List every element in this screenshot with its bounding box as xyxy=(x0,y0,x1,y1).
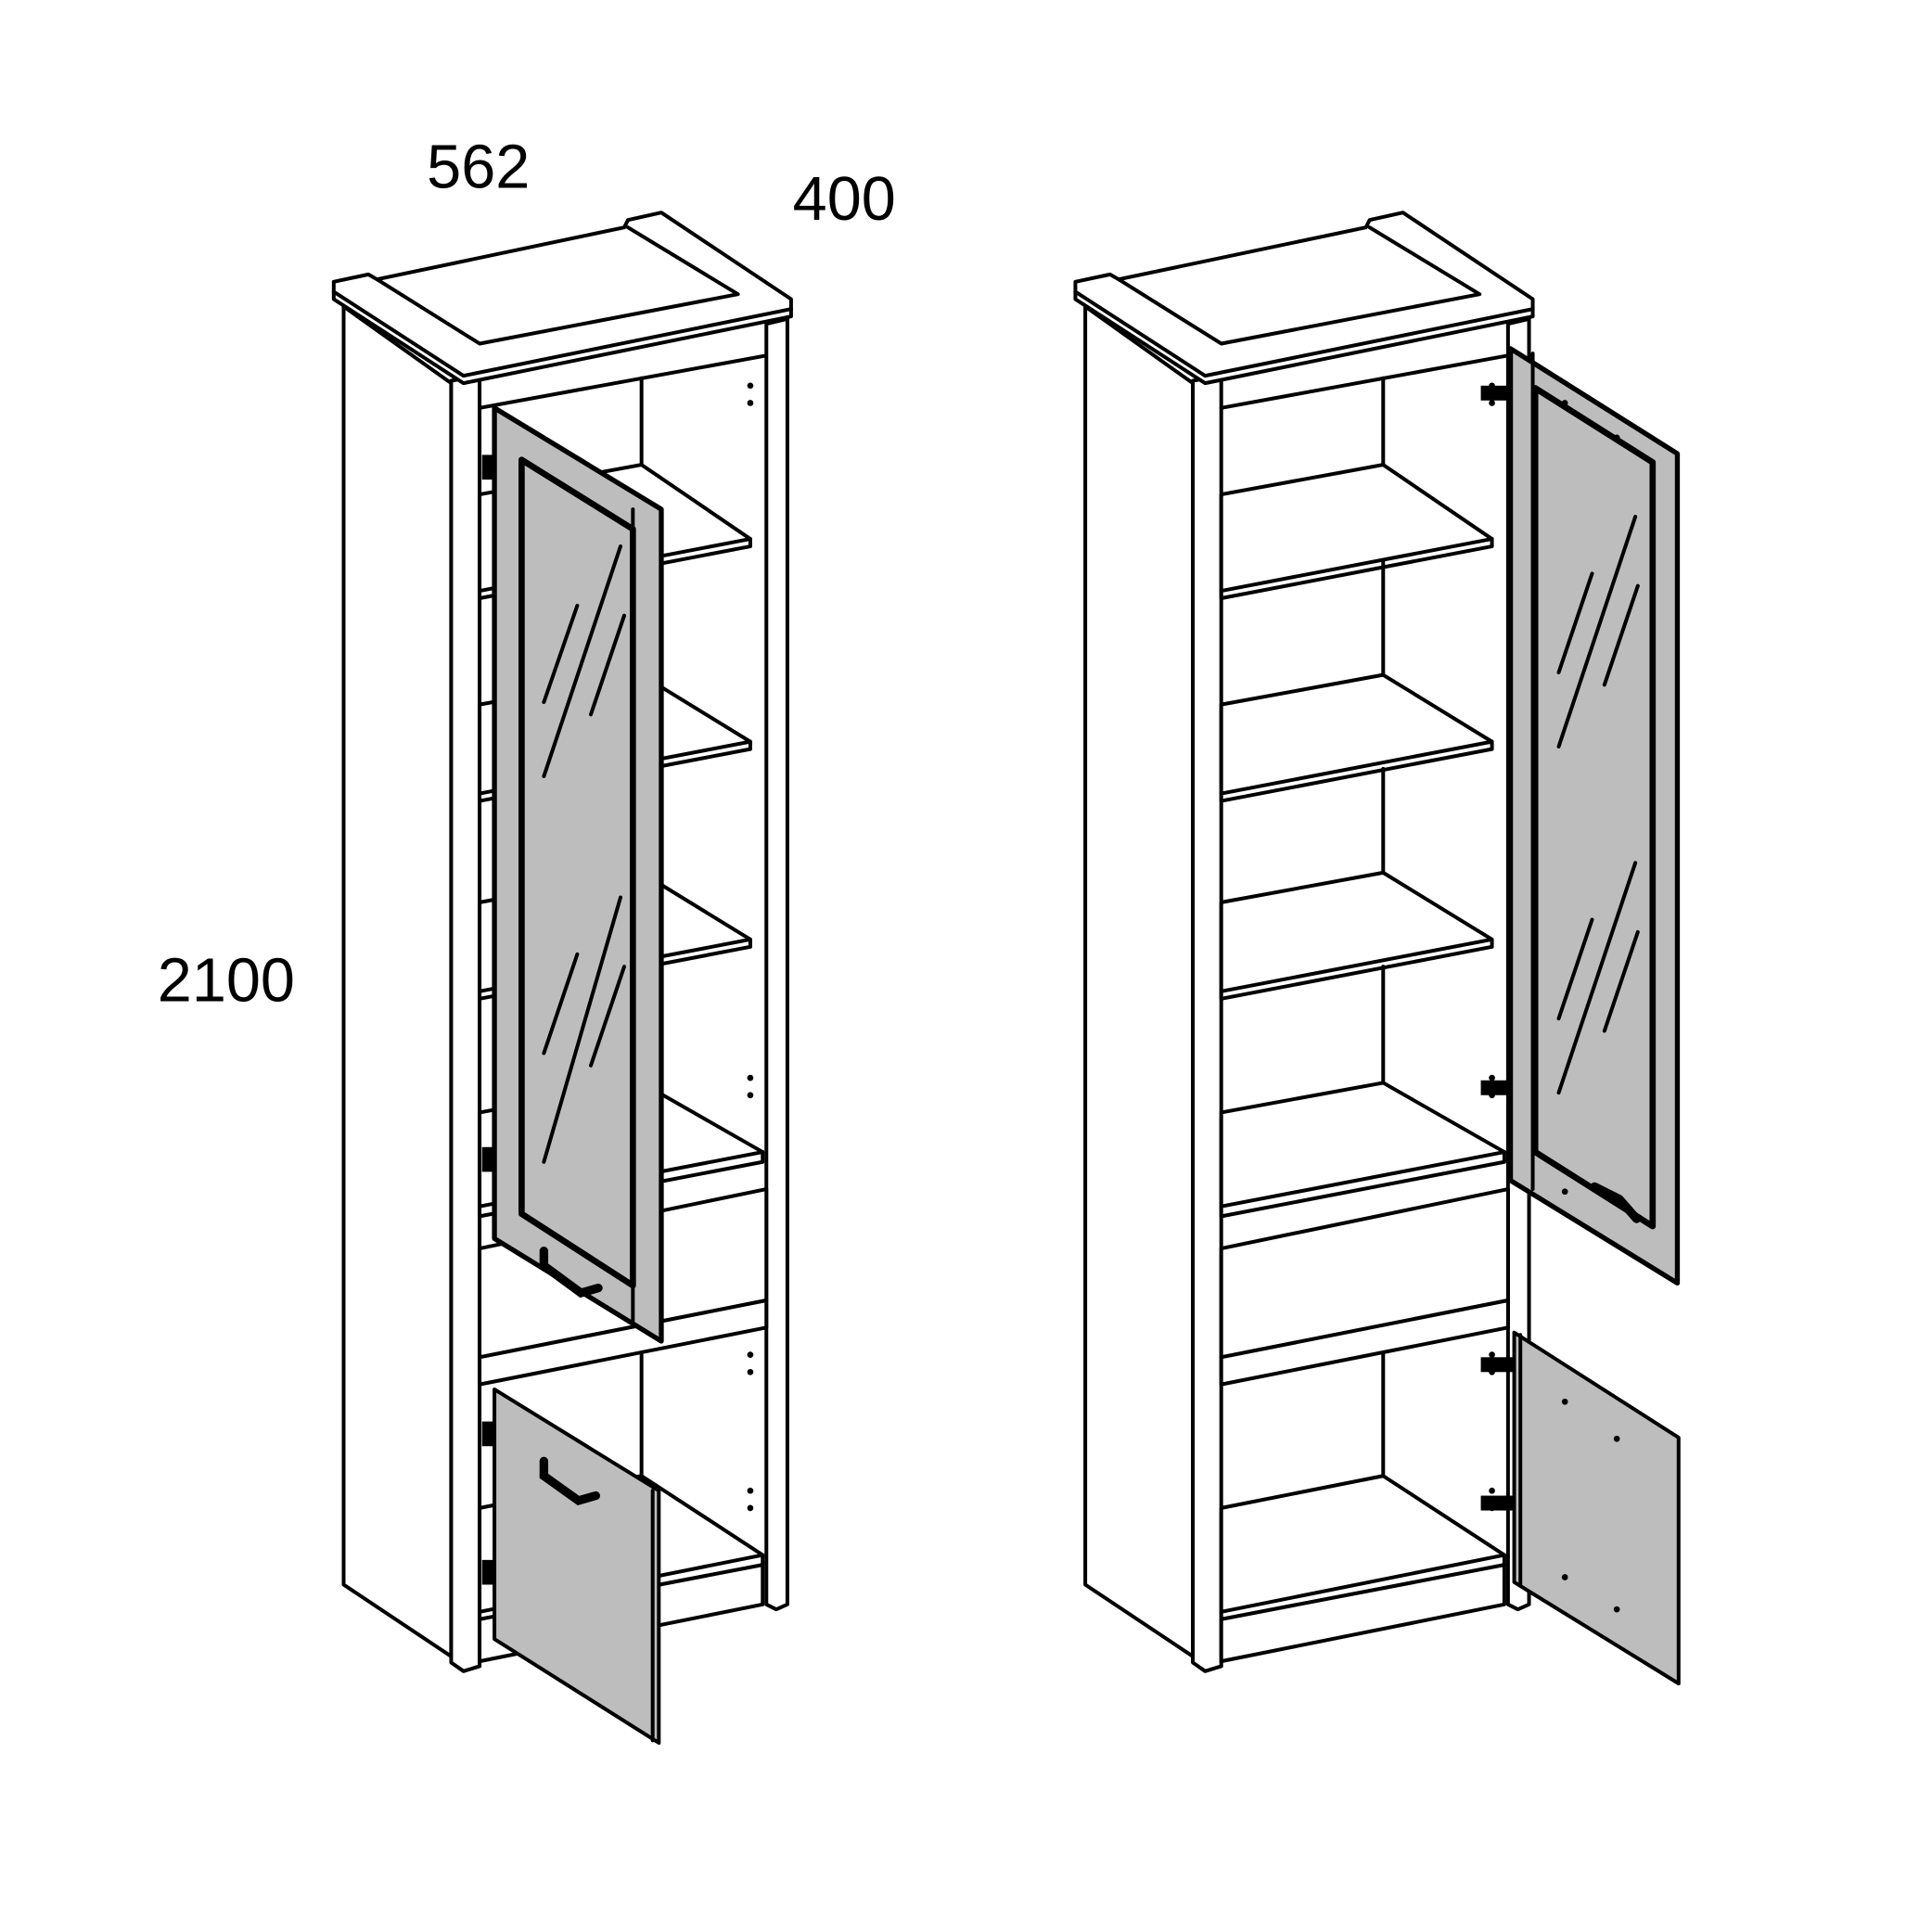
lower-door-open[interactable] xyxy=(1512,1330,1681,1686)
cabinet-body xyxy=(1073,211,1535,1673)
handle-icon xyxy=(539,1247,603,1299)
cabinet-right-view xyxy=(1073,211,1681,1686)
glass-reflection xyxy=(542,544,623,778)
dimension-depth: 400 xyxy=(793,165,896,234)
hinge xyxy=(481,1421,495,1447)
hinge xyxy=(481,454,495,480)
hinge xyxy=(481,1146,495,1172)
dimension-width: 562 xyxy=(427,134,530,202)
glass-door-open[interactable] xyxy=(1507,346,1681,1286)
dimension-height: 2100 xyxy=(158,946,295,1015)
handle-icon xyxy=(539,1456,601,1505)
glass-door[interactable] xyxy=(492,405,664,1344)
cabinet-left-view xyxy=(331,211,793,1746)
hinge xyxy=(481,1559,495,1585)
handle-icon xyxy=(1590,1182,1642,1223)
lower-door[interactable] xyxy=(493,1387,661,1746)
